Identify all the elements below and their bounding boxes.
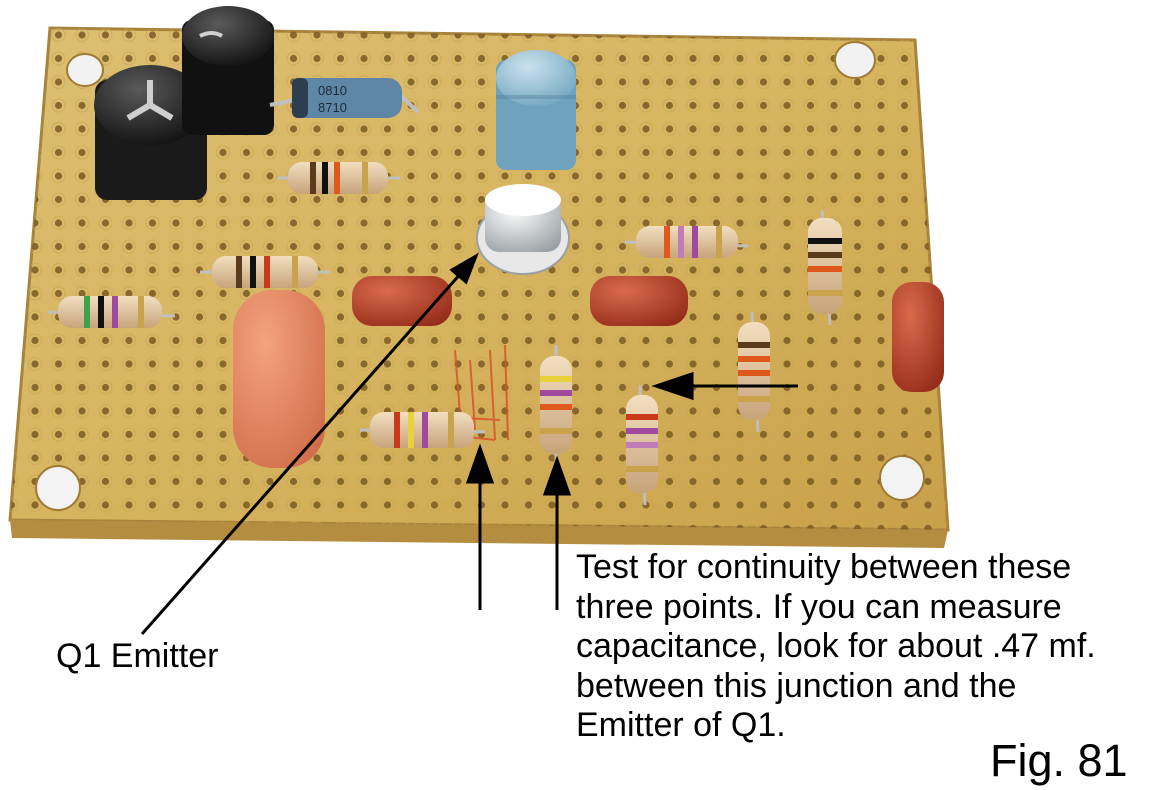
instruction-line: three points. If you can measure bbox=[576, 587, 1062, 626]
diode: 0810 8710 bbox=[269, 78, 420, 118]
resistor-4 bbox=[624, 226, 749, 258]
transistor-q1 bbox=[476, 184, 570, 275]
instruction-line: capacitance, look for about .47 mf. bbox=[576, 627, 1096, 665]
instruction-line: between this junction and the bbox=[576, 666, 1017, 705]
annotation-arrows bbox=[140, 252, 798, 635]
resistor-6 bbox=[540, 345, 572, 465]
ceramic-capacitor-middle bbox=[590, 276, 688, 326]
q1-emitter-label: Q1 Emitter bbox=[56, 637, 219, 675]
resistor-9 bbox=[808, 209, 842, 326]
resistor-1 bbox=[278, 162, 400, 194]
resistor-2 bbox=[200, 256, 330, 288]
white-patch bbox=[1062, 676, 1126, 716]
instruction-line: Emitter of Q1. bbox=[576, 706, 786, 744]
continuity-instructions: Test for continuity between these three … bbox=[576, 548, 1096, 746]
resistor-7 bbox=[626, 384, 658, 506]
q1-emitter-arrowhead bbox=[449, 252, 479, 285]
resistor-5 bbox=[359, 412, 486, 448]
electrolytic-capacitor-small bbox=[182, 6, 274, 135]
ceramic-capacitor-right bbox=[892, 282, 944, 392]
diode-marking-2: 8710 bbox=[318, 100, 347, 115]
electrolytic-capacitor-large bbox=[94, 65, 207, 200]
figure-number: Fig. 81 bbox=[990, 735, 1128, 786]
junction-arrow-2-head bbox=[542, 455, 572, 496]
instruction-line: Test for continuity between these bbox=[576, 548, 1072, 586]
film-capacitor-orange bbox=[233, 290, 325, 468]
resistor-3 bbox=[47, 296, 176, 328]
q1-emitter-pointer-line bbox=[140, 271, 464, 635]
resistor-8 bbox=[738, 311, 770, 433]
junction-arrow-1-head bbox=[465, 443, 495, 484]
diode-marking-1: 0810 bbox=[318, 83, 347, 98]
junction-arrow-3-head bbox=[651, 371, 694, 401]
blue-electrolytic-capacitor bbox=[496, 50, 576, 170]
